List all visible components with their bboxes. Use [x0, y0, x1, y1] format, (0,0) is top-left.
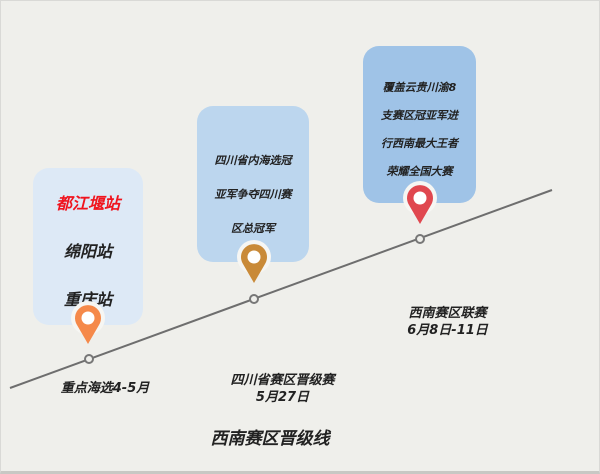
stage-2-label-line: 四川省赛区晋级赛: [230, 373, 335, 388]
stage-1-label: 重点海选4-5月: [40, 380, 170, 397]
map-pin-icon: [237, 240, 271, 283]
stage-2-line: 四川省内海选冠: [214, 154, 292, 167]
diagram-title: 西南赛区晋级线: [210, 429, 330, 449]
stage-2-line: 亚军争夺四川赛: [214, 188, 292, 201]
stage-box-2: 四川省内海选冠 亚军争夺四川赛 区总冠军: [197, 106, 309, 262]
timeline-dot-2: [249, 294, 259, 304]
timeline-line: [9, 189, 553, 389]
stage-box-3: 覆盖云贵川渝8 支赛区冠亚军进 行西南最大王者 荣耀全国大赛: [363, 46, 476, 203]
map-pin-icon: [403, 181, 437, 224]
stage-2-label-line: 5月27日: [255, 390, 310, 405]
stage-3-line: 覆盖云贵川渝8: [382, 81, 457, 94]
timeline-dot-1: [84, 354, 94, 364]
map-pin-icon: [71, 301, 105, 344]
stage-2-label: 四川省赛区晋级赛 5月27日: [215, 372, 350, 406]
stage-1-line: 重庆站: [63, 290, 112, 309]
stage-1-label-line: 重点海选4-5月: [60, 381, 150, 396]
stage-3-label-line: 6月8日-11日: [407, 323, 488, 338]
stage-2-line: 区总冠军: [231, 222, 275, 235]
stage-1-line: 绵阳站: [63, 242, 112, 261]
stage-3-label: 西南赛区联赛 6月8日-11日: [385, 305, 510, 339]
stage-3-line: 支赛区冠亚军进: [381, 109, 458, 122]
stage-1-line: 都江堰站: [55, 194, 120, 213]
stage-3-label-line: 西南赛区联赛: [408, 306, 487, 321]
stage-3-line: 行西南最大王者: [381, 137, 458, 150]
timeline-dot-3: [415, 234, 425, 244]
stage-box-1: 都江堰站 绵阳站 重庆站: [33, 168, 143, 325]
stage-3-line: 荣耀全国大赛: [386, 165, 453, 178]
